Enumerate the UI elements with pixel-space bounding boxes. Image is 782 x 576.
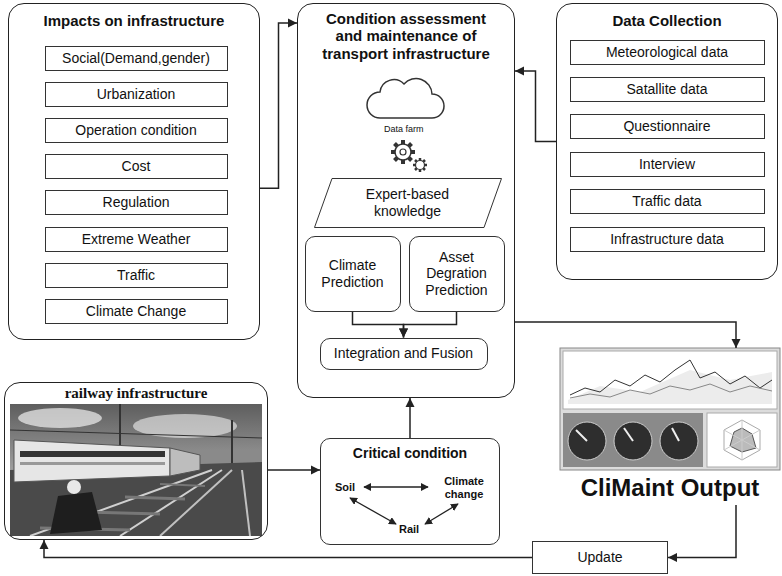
arrow-head [399, 329, 408, 338]
heading-text: CliMaint Output [560, 474, 780, 505]
box-text: Regulation [46, 194, 227, 210]
heading-text: Condition assessment and maintenance of … [298, 4, 514, 62]
box-text: Traffic [46, 267, 227, 283]
output-node: CliMaint Output [560, 348, 780, 505]
box-text: Questionnaire [571, 118, 764, 134]
label-holder: Data farm [384, 124, 424, 134]
impacts-panel: Impacts on infrastructureSocial(Demand,g… [8, 3, 260, 340]
box-text: Cost [46, 158, 227, 174]
connector [260, 19, 297, 189]
connector-line [404, 312, 457, 338]
connector [515, 67, 556, 142]
box-text: Asset Degration Prediction [410, 249, 504, 297]
box-text: Climate Change [46, 303, 227, 319]
connector [515, 322, 741, 348]
box-text: Social(Demand,gender) [46, 50, 227, 66]
connector [268, 466, 320, 475]
arrow-head [668, 553, 677, 562]
assessment-panel: Condition assessment and maintenance of … [297, 3, 515, 398]
box-text: Expert-based knowledge [314, 186, 502, 218]
dashboard-screenshot [560, 348, 780, 470]
knowledge-parallelogram: Expert-based knowledge [314, 178, 502, 228]
heading-text: railway infrastructure [5, 383, 267, 402]
critical-triangle-arrows [350, 487, 458, 524]
arrow-head [732, 339, 741, 348]
connector-line [260, 23, 297, 188]
impact-box: Extreme Weather [45, 227, 228, 252]
arrow-head [311, 466, 320, 475]
impact-box: Climate Change [45, 299, 228, 324]
box-text: Climate Prediction [306, 257, 400, 289]
label-holder: Soil [335, 481, 355, 494]
connector [40, 540, 533, 558]
box-text: Update [533, 549, 667, 565]
connector-line [515, 71, 556, 142]
triangle-vertex: Rail [399, 523, 419, 536]
cloud-icon [367, 79, 444, 118]
connector-line [515, 322, 736, 348]
update-box: Update [532, 541, 668, 574]
data-source-box: Traffic data [570, 189, 765, 214]
connector-line [668, 505, 736, 558]
impact-box: Urbanization [45, 82, 228, 107]
arrow-head [399, 329, 408, 338]
arrow-head [406, 398, 415, 407]
data-source-box: Interview [570, 152, 765, 177]
arrow-head [515, 67, 524, 76]
impact-box: Operation condition [45, 118, 228, 143]
data-collection-panel: Data CollectionMeteorological dataSatall… [556, 3, 778, 280]
label-holder: Climate change [433, 475, 495, 500]
prediction-box: Asset Degration Prediction [409, 236, 505, 312]
label-holder: Rail [399, 523, 419, 536]
box-text: Meteorological data [571, 44, 764, 60]
parallelogram-outline [314, 178, 501, 227]
box-text: Extreme Weather [46, 231, 227, 247]
box-text: Interview [571, 156, 764, 172]
data-source-box: Satallite data [570, 77, 765, 102]
impact-box: Regulation [45, 190, 228, 215]
railway-panel: railway infrastructure [4, 382, 268, 540]
connector [668, 505, 736, 562]
box-text: Satallite data [571, 81, 764, 97]
gear-icon [391, 140, 427, 172]
prediction-box: Climate Prediction [305, 236, 401, 312]
heading-text: Critical condition [321, 439, 499, 461]
connector [406, 398, 415, 438]
connector-line [353, 312, 404, 338]
data-source-box: Questionnaire [570, 114, 765, 139]
heading-text: Impacts on infrastructure [9, 4, 259, 29]
icon-caption: Data farm [384, 124, 424, 134]
box-text: Operation condition [46, 122, 227, 138]
connector [399, 312, 457, 338]
box-text: Urbanization [46, 86, 227, 102]
impact-box: Social(Demand,gender) [45, 46, 228, 71]
impact-box: Traffic [45, 263, 228, 288]
arrow-head [40, 540, 49, 549]
impact-box: Cost [45, 154, 228, 179]
data-source-box: Infrastructure data [570, 227, 765, 252]
railway-photo [10, 404, 262, 536]
box-text: Integration and Fusion [321, 345, 487, 361]
triangle-vertex: Soil [335, 481, 355, 494]
triangle-vertex: Climate change [433, 475, 495, 500]
connector [353, 312, 409, 338]
box-text: Infrastructure data [571, 231, 764, 247]
fusion-box: Integration and Fusion [320, 338, 488, 370]
connector-line [44, 540, 532, 558]
arrow-head [288, 19, 297, 28]
box-text: Traffic data [571, 193, 764, 209]
heading-text: Data Collection [557, 4, 777, 29]
data-source-box: Meteorological data [570, 40, 765, 65]
critical-condition-box: Critical conditionSoil Climate changeRail [320, 438, 500, 545]
